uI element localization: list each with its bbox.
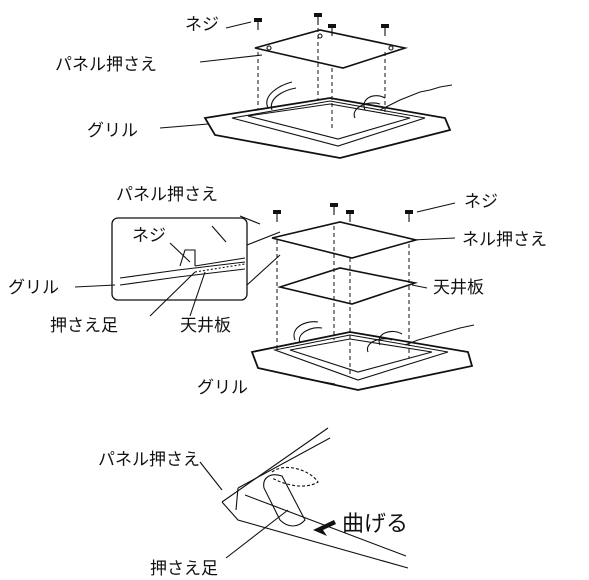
middle-screw-right-label: ネジ [464,192,498,212]
middle-panel-retainer [271,221,420,259]
top-screw-1 [254,18,262,30]
bend-detail-diagram: パネル押さえ 曲げる 押さえ足 [98,427,409,579]
top-grille-inner [231,100,426,147]
top-screw-4 [381,24,389,36]
middle-assembly-diagram: パネル押さえ ネジ ネル押さえ 天井板 グリル ネジ グリル 押さえ足 天井板 [8,185,547,398]
middle-cable-right [366,330,403,353]
bend-label: 曲げる [342,512,408,537]
top-cable-right [353,95,386,119]
top-screw-2 [314,13,322,25]
top-assembly-diagram: ネジ パネル押さえ グリル [55,13,453,159]
middle-chain [404,324,475,346]
top-grille-outer [203,97,452,159]
top-panel-retainer-label: パネル押さえ [55,55,157,75]
top-panel-retainer [254,29,409,69]
inset-retainer-foot-label: 押さえ足 [50,316,118,336]
middle-screw-3 [346,210,354,222]
bottom-retainer-foot-label: 押さえ足 [150,559,218,579]
ceiling-board [276,267,419,305]
middle-screw-4 [405,210,413,222]
bend-arrow [313,520,336,536]
top-screw-label: ネジ [185,15,219,35]
middle-grille-bottom-label: グリル [197,378,248,398]
middle-screw-2 [330,203,338,215]
inset-grille-label: グリル [8,278,59,298]
middle-screw-1 [273,210,281,222]
top-chain [379,84,453,111]
top-cable-left [266,81,297,111]
ceiling-board-right-label: 天井板 [433,278,484,298]
detail-inset [111,217,248,301]
top-screw-3 [328,24,336,36]
middle-cable-left [293,321,323,344]
inset-screw-label: ネジ [132,226,166,246]
bend-panel-retainer-label: パネル押さえ [98,450,200,470]
top-grille-label: グリル [87,121,138,141]
retainer-foot [263,474,306,527]
bend-panel-outer [221,427,409,569]
middle-panel-retainer-label: パネル押さえ [116,185,218,205]
neru-retainer-label: ネル押さえ [462,230,547,250]
inset-ceiling-board-label: 天井板 [180,316,231,336]
